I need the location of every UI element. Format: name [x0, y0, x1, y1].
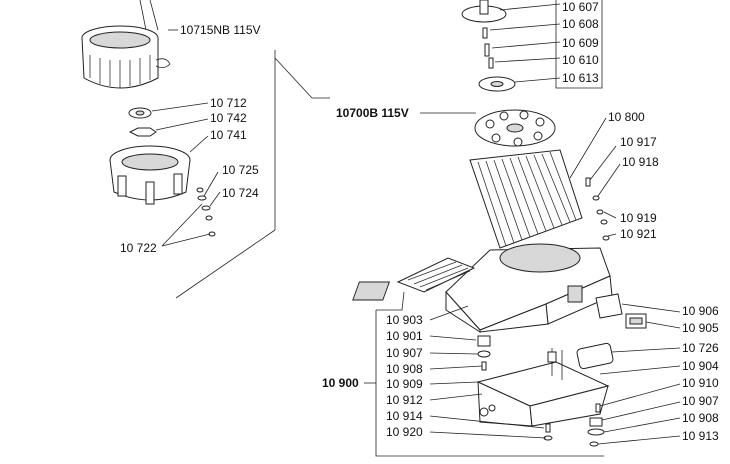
label-10905: 10 905 — [682, 321, 719, 335]
label-10907-left: 10 907 — [386, 346, 423, 360]
gasket-part — [128, 127, 157, 137]
label-10904: 10 904 — [682, 359, 719, 373]
mount-frame-part — [109, 145, 191, 205]
feet-left-parts — [477, 335, 553, 441]
washer-stack-parts — [196, 187, 216, 237]
screw-part — [484, 43, 490, 57]
label-10910: 10 910 — [682, 376, 719, 390]
top-cap-part — [461, 0, 507, 23]
label-10907-right: 10 907 — [682, 394, 719, 408]
label-10800: 10 800 — [608, 110, 645, 124]
label-10918: 10 918 — [622, 155, 659, 169]
label-10610: 10 610 — [562, 53, 599, 67]
label-10608: 10 608 — [562, 17, 599, 31]
label-10609: 10 609 — [562, 36, 599, 50]
assembly-label-10900: 10 900 — [322, 376, 359, 390]
label-10908-right: 10 908 — [682, 411, 719, 425]
label-10725: 10 725 — [222, 163, 259, 177]
label-10906: 10 906 — [682, 304, 719, 318]
seal-ring-part — [128, 107, 152, 119]
label-10912: 10 912 — [386, 393, 423, 407]
switch-part — [625, 313, 647, 329]
ring-housing-part — [81, 0, 171, 89]
label-10919: 10 919 — [620, 211, 657, 225]
label-10712: 10 712 — [210, 96, 247, 110]
feet-right-parts — [587, 403, 605, 447]
label-10613: 10 613 — [562, 71, 599, 85]
label-10722: 10 722 — [120, 241, 157, 255]
motor-part — [469, 109, 583, 249]
label-10917: 10 917 — [620, 135, 657, 149]
label-10909: 10 909 — [386, 377, 423, 391]
label-10920: 10 920 — [386, 425, 423, 439]
base-plate-part — [476, 348, 610, 427]
label-10715NB: 10715NB 115V — [180, 23, 261, 37]
fan-disc-part — [478, 76, 516, 92]
label-10742: 10 742 — [210, 111, 247, 125]
label-10726: 10 726 — [682, 341, 719, 355]
label-10921: 10 921 — [620, 227, 657, 241]
label-10908-left: 10 908 — [386, 362, 423, 376]
assembly-label-10700B: 10700B 115V — [336, 106, 409, 120]
motor-screws-parts — [585, 177, 610, 241]
switch-plate-part — [595, 293, 623, 319]
shaft-pin-part — [488, 57, 494, 69]
label-10607: 10 607 — [562, 0, 599, 14]
label-10741: 10 741 — [210, 128, 247, 142]
label-10901: 10 901 — [386, 329, 423, 343]
pin-part — [482, 27, 488, 39]
vent-grille-part — [396, 257, 476, 293]
capacitor-part — [576, 342, 614, 370]
label-10914: 10 914 — [386, 409, 423, 423]
label-10724: 10 724 — [222, 186, 259, 200]
label-10913: 10 913 — [682, 429, 719, 443]
label-10903: 10 903 — [386, 313, 423, 327]
base-housing-part — [352, 243, 613, 333]
